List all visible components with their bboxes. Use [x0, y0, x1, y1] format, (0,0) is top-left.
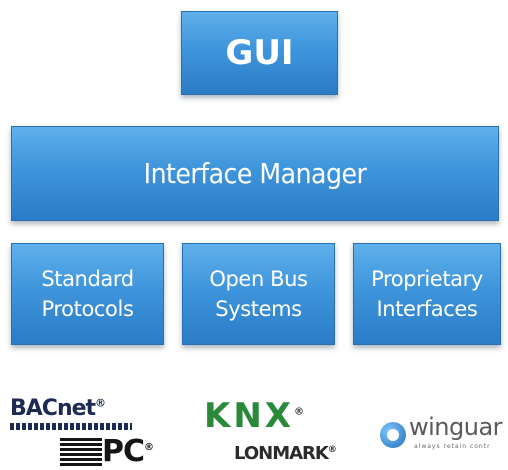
gui-box: GUI [181, 11, 338, 95]
open-bus-systems-box: Open Bus Systems [182, 243, 335, 345]
opc-logo: PC® [102, 434, 154, 469]
lonmark-logo: LONMARK® [234, 443, 337, 464]
winguard-tagline: always retain contr [414, 443, 491, 450]
lonmark-logo-text: LONMARK [234, 443, 329, 464]
bacnet-logo-text: BACnet [10, 396, 96, 421]
bacnet-logo: BACnet® [10, 396, 106, 421]
knx-logo: KNX® [204, 396, 305, 436]
standard-protocols-box: Standard Protocols [11, 243, 164, 345]
knx-logo-text: KNX [204, 396, 295, 436]
winguard-logo-text: winguar [409, 413, 503, 441]
opc-logo-stripes [60, 438, 102, 466]
opc-logo-text: PC [102, 434, 145, 469]
interface-manager-box: Interface Manager [11, 126, 499, 221]
winguard-globe-icon [380, 422, 406, 448]
proprietary-interfaces-box: Proprietary Interfaces [353, 243, 501, 345]
bacnet-logo-stripe [10, 423, 132, 430]
